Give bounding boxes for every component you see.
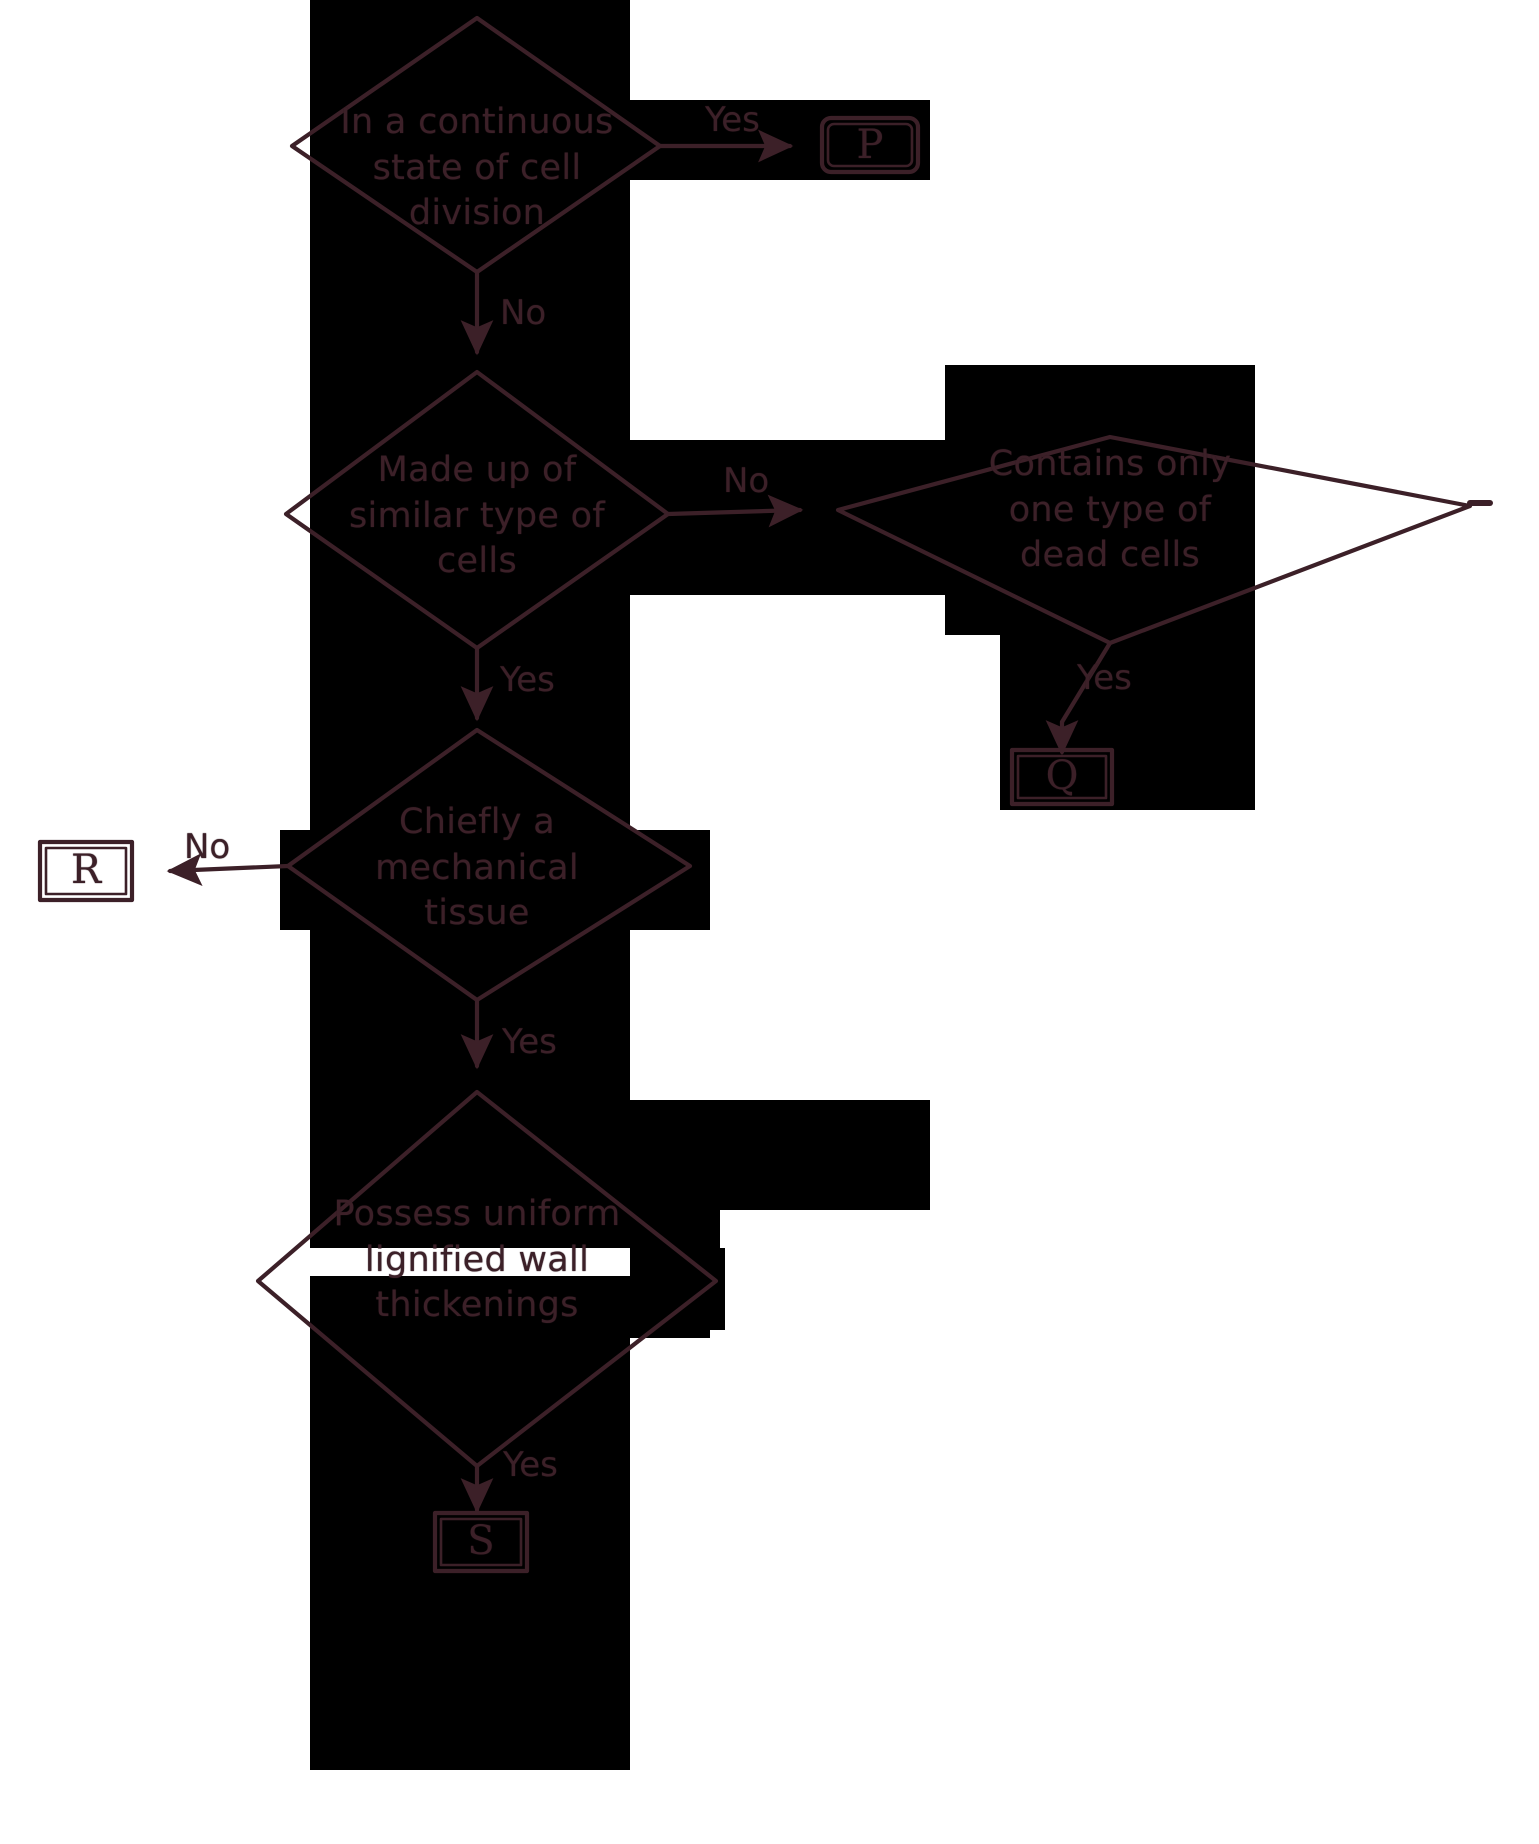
ink-block-d5-upper-right [630, 1100, 930, 1210]
terminal-p-inner [826, 122, 914, 168]
edge-d3-q-seg1 [1059, 640, 1113, 725]
ink-block-d3-upper [945, 365, 1255, 635]
ink-block-d2-left [280, 490, 640, 542]
ink-block-d3-lower [1000, 595, 1255, 810]
decision-3-label: Contains only one type of dead cells [988, 444, 1232, 575]
knock-d5-text-gap [310, 1248, 630, 1276]
edge-label-d3-q: Yes [1077, 658, 1132, 698]
terminal-r-inner [44, 846, 128, 896]
decision-2-label: Made up of similar type of cells [348, 450, 605, 581]
knock-far-right-low [1255, 595, 1539, 830]
knock-bottom-strip [0, 1770, 1539, 1844]
edge-label-d2-d3: No [723, 461, 770, 501]
knock-far-right-top [930, 180, 1539, 365]
knock-left-lower [0, 930, 310, 1844]
terminal-s-inner [439, 1517, 523, 1567]
edge-label-d1-d2: No [500, 293, 547, 333]
knock-far-right-mid [1255, 365, 1539, 595]
terminal-p-label: P [856, 122, 884, 168]
terminal-r-label: R [70, 847, 102, 893]
edge-d4-r [166, 853, 291, 887]
ink-block-d1-left [280, 112, 640, 180]
terminal-q-shape [1009, 747, 1115, 807]
edge-label-d4-d5: Yes [502, 1022, 557, 1062]
decision-1-label: In a continuous state of cell division [340, 102, 614, 233]
terminal-r-shape [37, 839, 135, 903]
edge-label-d5-s: Yes [503, 1445, 558, 1485]
terminal-q-label: Q [1045, 753, 1079, 799]
ink-block-d5-right [630, 1248, 725, 1334]
knock-lower-right [710, 830, 1539, 1100]
terminal-p-shape [819, 115, 921, 175]
decision-5-label: Possess uniform lignified wall thickenin… [333, 1194, 621, 1325]
edge-label-d4-r: No [184, 827, 231, 867]
terminal-s-label: S [467, 1518, 495, 1564]
edge-label-d2-d4: Yes [500, 660, 555, 700]
knock-mid-right [630, 595, 945, 830]
decision-4-label: Chiefly a mechanical tissue [375, 802, 579, 933]
terminal-q-inner [1016, 754, 1108, 800]
edge-d2-d3 [665, 494, 804, 528]
terminal-s-shape [432, 1510, 530, 1574]
edge-label-d1-p: Yes [705, 100, 760, 140]
